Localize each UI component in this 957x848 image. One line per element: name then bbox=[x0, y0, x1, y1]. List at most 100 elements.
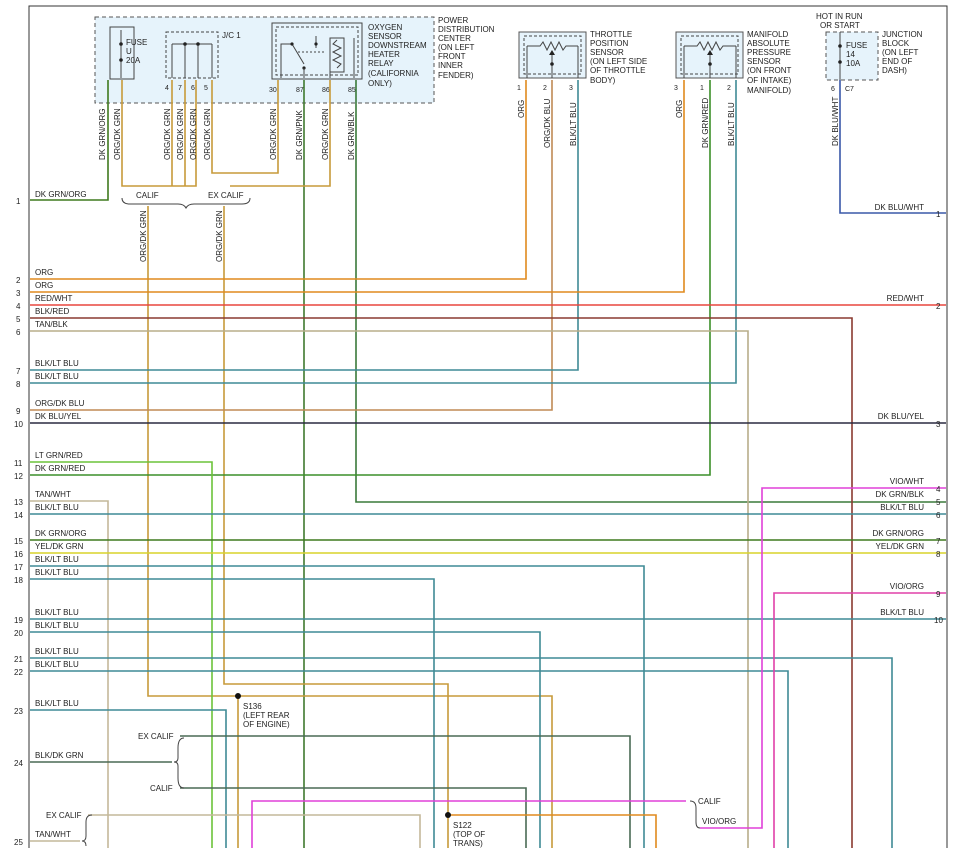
svg-text:SENSOR: SENSOR bbox=[747, 57, 781, 66]
svg-text:BLK/DK GRN: BLK/DK GRN bbox=[35, 751, 84, 760]
svg-text:1: 1 bbox=[936, 210, 941, 219]
svg-text:24: 24 bbox=[14, 759, 23, 768]
wire-tan-blk bbox=[30, 330, 749, 848]
svg-text:21: 21 bbox=[14, 655, 23, 664]
wire-blk-lt-blu-18 bbox=[30, 578, 435, 848]
splice-s122: S122 (TOP OF TRANS) bbox=[445, 812, 485, 848]
svg-text:19: 19 bbox=[14, 616, 23, 625]
svg-text:TRANS): TRANS) bbox=[453, 839, 483, 848]
svg-text:5: 5 bbox=[936, 498, 941, 507]
wire-vio-org bbox=[773, 592, 946, 848]
pdc-pin-86: 86 bbox=[322, 87, 330, 94]
svg-text:BLK/LT BLU: BLK/LT BLU bbox=[35, 621, 79, 630]
svg-text:14: 14 bbox=[14, 511, 23, 520]
svg-text:BLK/LT BLU: BLK/LT BLU bbox=[35, 660, 79, 669]
svg-text:DK GRN/ORG: DK GRN/ORG bbox=[872, 529, 924, 538]
pdc-pin-85: 85 bbox=[348, 87, 356, 94]
label-ex-calif-1: EX CALIF bbox=[138, 732, 174, 741]
svg-text:DK GRN/PNK: DK GRN/PNK bbox=[295, 110, 304, 160]
svg-text:6: 6 bbox=[936, 511, 941, 520]
vertical-wire-labels: DK GRN/ORG ORG/DK GRN ORG/DK GRN ORG/DK … bbox=[98, 97, 840, 262]
svg-text:BLK/LT BLU: BLK/LT BLU bbox=[35, 372, 79, 381]
junction-block: HOT IN RUN OR START FUSE 14 10A 6 C7 JUN… bbox=[816, 12, 923, 93]
map-pin-2: 2 bbox=[727, 85, 731, 92]
svg-text:DK BLU/YEL: DK BLU/YEL bbox=[35, 412, 82, 421]
label-ex-calif-top: EX CALIF bbox=[208, 191, 244, 200]
wire-org-dk-grn-pin5-relay30 bbox=[211, 80, 279, 174]
svg-text:DK BLU/WHT: DK BLU/WHT bbox=[831, 97, 840, 146]
jc1-label: J/C 1 bbox=[222, 31, 241, 40]
label-vio-org-bottom: VIO/ORG bbox=[702, 817, 736, 826]
svg-text:FUSE: FUSE bbox=[846, 41, 867, 50]
svg-text:3: 3 bbox=[936, 420, 941, 429]
svg-text:PRESSURE: PRESSURE bbox=[747, 48, 791, 57]
svg-text:ORG/DK GRN: ORG/DK GRN bbox=[215, 210, 224, 262]
branch-labels: CALIF EX CALIF EX CALIF CALIF EX CALIF C… bbox=[46, 191, 736, 826]
svg-text:BLK/LT BLU: BLK/LT BLU bbox=[35, 699, 79, 708]
svg-text:25: 25 bbox=[14, 838, 23, 847]
svg-text:ORG/DK GRN: ORG/DK GRN bbox=[321, 108, 330, 160]
svg-text:2: 2 bbox=[16, 276, 21, 285]
svg-text:OF ENGINE): OF ENGINE) bbox=[243, 720, 290, 729]
svg-text:6: 6 bbox=[16, 328, 21, 337]
svg-text:BLK/LT BLU: BLK/LT BLU bbox=[35, 503, 79, 512]
svg-text:ORG: ORG bbox=[35, 281, 53, 290]
pdc-pin-5: 5 bbox=[204, 85, 208, 92]
svg-text:TAN/WHT: TAN/WHT bbox=[35, 490, 71, 499]
svg-text:S122: S122 bbox=[453, 821, 472, 830]
wire-blk-red bbox=[30, 317, 853, 848]
svg-text:ORG/DK GRN: ORG/DK GRN bbox=[163, 108, 172, 160]
wire-org-dk-grn-calif-drop bbox=[147, 206, 239, 848]
svg-text:OXYGEN: OXYGEN bbox=[368, 23, 402, 32]
svg-text:1: 1 bbox=[16, 197, 21, 206]
svg-text:22: 22 bbox=[14, 668, 23, 677]
svg-text:DK GRN/ORG: DK GRN/ORG bbox=[35, 190, 87, 199]
wire-org-map bbox=[30, 80, 685, 293]
jb-pin-6: 6 bbox=[831, 86, 835, 93]
svg-text:ORG/DK GRN: ORG/DK GRN bbox=[113, 108, 122, 160]
throttle-position-sensor: 1 2 3 THROTTLE POSITION SENSOR (ON LEFT … bbox=[517, 30, 647, 92]
svg-text:OR START: OR START bbox=[820, 21, 860, 30]
svg-text:JUNCTION: JUNCTION bbox=[882, 30, 923, 39]
svg-text:BLK/LT BLU: BLK/LT BLU bbox=[880, 608, 924, 617]
map-pin-1: 1 bbox=[700, 85, 704, 92]
wire-dk-grn-blk bbox=[355, 80, 946, 503]
wire-blk-dk-grn-excalif bbox=[180, 735, 631, 848]
svg-text:10: 10 bbox=[934, 616, 943, 625]
svg-text:ABSOLUTE: ABSOLUTE bbox=[747, 39, 790, 48]
svg-text:8: 8 bbox=[16, 380, 21, 389]
svg-text:VIO/ORG: VIO/ORG bbox=[890, 582, 924, 591]
svg-text:20: 20 bbox=[14, 629, 23, 638]
svg-text:RED/WHT: RED/WHT bbox=[35, 294, 72, 303]
svg-text:4: 4 bbox=[16, 302, 21, 311]
svg-text:BLK/LT BLU: BLK/LT BLU bbox=[35, 647, 79, 656]
svg-text:DOWNSTREAM: DOWNSTREAM bbox=[368, 41, 427, 50]
wire-vio-calif bbox=[251, 800, 686, 848]
svg-text:THROTTLE: THROTTLE bbox=[590, 30, 632, 39]
svg-text:ORG: ORG bbox=[675, 100, 684, 118]
svg-text:23: 23 bbox=[14, 707, 23, 716]
label-calif-2: CALIF bbox=[698, 797, 721, 806]
label-calif-top: CALIF bbox=[136, 191, 159, 200]
wire-vio-wht bbox=[700, 487, 946, 829]
junction-connector-jc1: J/C 1 bbox=[165, 31, 241, 79]
oxygen-sensor-heater-relay bbox=[271, 22, 363, 80]
svg-text:ORG/DK GRN: ORG/DK GRN bbox=[189, 108, 198, 160]
svg-text:(ON LEFT SIDE: (ON LEFT SIDE bbox=[590, 57, 647, 66]
svg-text:15: 15 bbox=[14, 537, 23, 546]
pdc-pin-labels: 4 7 6 5 30 87 86 85 bbox=[165, 85, 356, 94]
wire-lt-grn-red bbox=[30, 461, 213, 848]
fuse-u-line-1: FUSE bbox=[126, 38, 147, 47]
svg-text:CENTER: CENTER bbox=[438, 34, 471, 43]
svg-text:ORG/DK BLU: ORG/DK BLU bbox=[35, 399, 85, 408]
svg-text:(LEFT REAR: (LEFT REAR bbox=[243, 711, 290, 720]
wire-blk-lt-blu-20 bbox=[30, 631, 541, 848]
svg-text:ORG/DK GRN: ORG/DK GRN bbox=[139, 210, 148, 262]
svg-text:ONLY): ONLY) bbox=[368, 79, 392, 88]
tps-pin-3: 3 bbox=[569, 85, 573, 92]
fuse-u-line-2: U bbox=[126, 47, 132, 56]
svg-text:8: 8 bbox=[936, 550, 941, 559]
